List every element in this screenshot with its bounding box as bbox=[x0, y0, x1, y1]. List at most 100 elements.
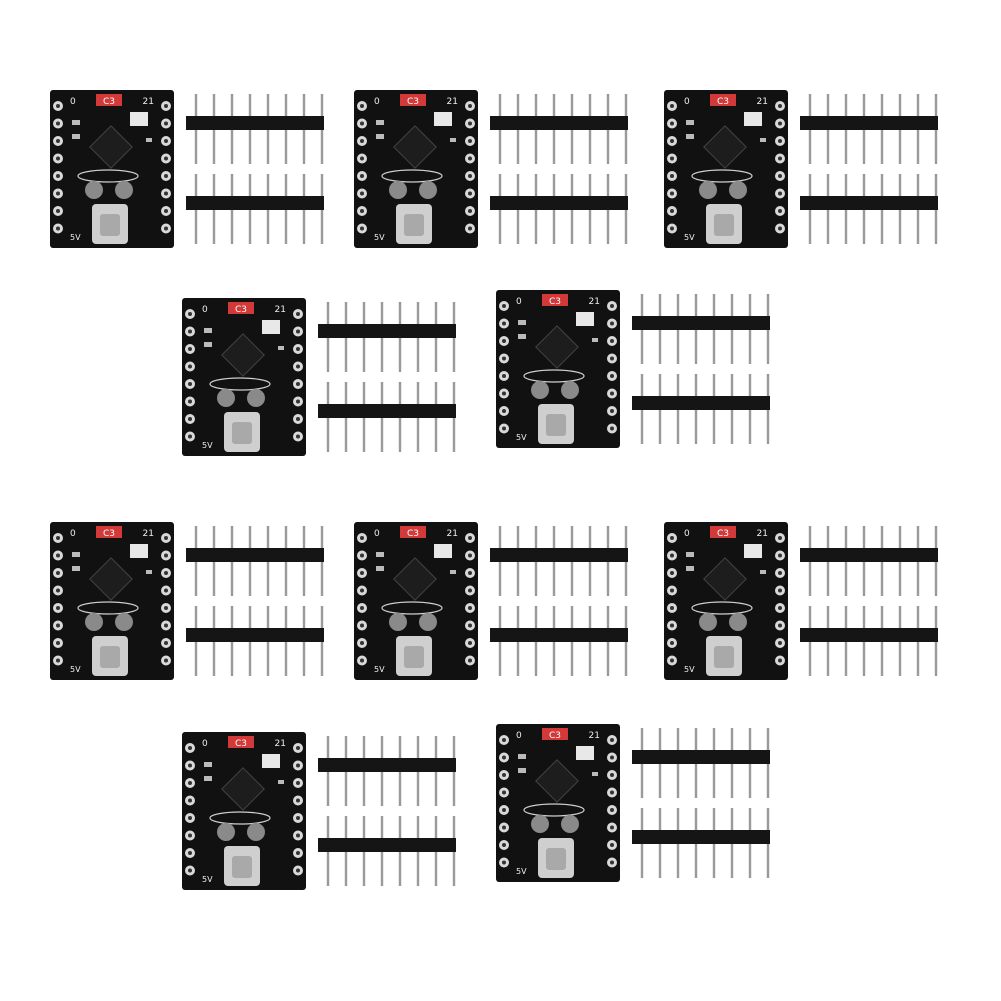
header-plastic-strip bbox=[632, 750, 770, 764]
header-plastic-strip bbox=[632, 316, 770, 330]
pin-header-strip bbox=[632, 728, 770, 798]
pin-label-0: 0 bbox=[202, 305, 208, 315]
boot-button bbox=[217, 823, 235, 841]
pin-header-strip bbox=[186, 174, 324, 244]
pin-label-21: 21 bbox=[589, 731, 600, 741]
pin-header-strip bbox=[490, 526, 628, 596]
status-led bbox=[96, 94, 122, 106]
mcu-chip bbox=[535, 759, 579, 803]
reset-button bbox=[247, 389, 265, 407]
reset-button bbox=[561, 381, 579, 399]
pin-header-strip bbox=[490, 94, 628, 164]
status-led bbox=[710, 94, 736, 106]
header-plastic-strip bbox=[800, 628, 938, 642]
reset-button bbox=[419, 613, 437, 631]
silk-5v: 5V bbox=[202, 441, 213, 450]
reset-button bbox=[247, 823, 265, 841]
esp32-c3-board: C3 0 21 5V bbox=[50, 522, 174, 680]
boot-button bbox=[531, 381, 549, 399]
pin-header-strip bbox=[318, 816, 456, 886]
mcu-chip bbox=[703, 557, 747, 601]
header-plastic-strip bbox=[632, 396, 770, 410]
pin-label-21: 21 bbox=[275, 739, 286, 749]
header-plastic-strip bbox=[800, 196, 938, 210]
pin-label-21: 21 bbox=[275, 305, 286, 315]
esp32-c3-board: C3 0 21 5V bbox=[182, 298, 306, 456]
mcu-chip bbox=[703, 125, 747, 169]
pin-header-strip bbox=[800, 94, 938, 164]
pin-label-0: 0 bbox=[374, 97, 380, 107]
mcu-chip bbox=[221, 333, 265, 377]
pin-header-strip bbox=[490, 606, 628, 676]
silk-5v: 5V bbox=[516, 433, 527, 442]
boot-button bbox=[389, 613, 407, 631]
mcu-chip bbox=[393, 125, 437, 169]
status-led bbox=[400, 94, 426, 106]
silk-5v: 5V bbox=[70, 665, 81, 674]
pin-label-0: 0 bbox=[516, 731, 522, 741]
mcu-chip bbox=[89, 557, 133, 601]
header-plastic-strip bbox=[800, 548, 938, 562]
header-plastic-strip bbox=[800, 116, 938, 130]
chip-marking: C3 bbox=[407, 529, 419, 539]
pin-header-strip bbox=[186, 94, 324, 164]
reset-button bbox=[729, 613, 747, 631]
pin-label-21: 21 bbox=[143, 529, 154, 539]
pin-label-0: 0 bbox=[684, 529, 690, 539]
pin-label-21: 21 bbox=[589, 297, 600, 307]
status-led bbox=[228, 736, 254, 748]
header-plastic-strip bbox=[490, 116, 628, 130]
reset-button bbox=[561, 815, 579, 833]
status-led bbox=[400, 526, 426, 538]
silk-5v: 5V bbox=[516, 867, 527, 876]
silk-5v: 5V bbox=[202, 875, 213, 884]
silk-5v: 5V bbox=[374, 233, 385, 242]
pin-label-0: 0 bbox=[684, 97, 690, 107]
chip-marking: C3 bbox=[103, 97, 115, 107]
header-plastic-strip bbox=[318, 404, 456, 418]
header-plastic-strip bbox=[632, 830, 770, 844]
status-led bbox=[710, 526, 736, 538]
chip-marking: C3 bbox=[717, 97, 729, 107]
boot-button bbox=[531, 815, 549, 833]
pin-label-21: 21 bbox=[143, 97, 154, 107]
header-plastic-strip bbox=[186, 196, 324, 210]
pin-header-strip bbox=[632, 808, 770, 878]
boot-button bbox=[699, 613, 717, 631]
chip-marking: C3 bbox=[407, 97, 419, 107]
header-plastic-strip bbox=[490, 628, 628, 642]
pin-label-21: 21 bbox=[447, 97, 458, 107]
pin-header-strip bbox=[490, 174, 628, 244]
boot-button bbox=[389, 181, 407, 199]
pin-label-0: 0 bbox=[70, 529, 76, 539]
pin-header-strip bbox=[800, 174, 938, 244]
header-plastic-strip bbox=[186, 116, 324, 130]
pin-label-0: 0 bbox=[202, 739, 208, 749]
pin-label-21: 21 bbox=[447, 529, 458, 539]
pin-header-strip bbox=[186, 606, 324, 676]
pin-header-strip bbox=[318, 302, 456, 372]
status-led bbox=[542, 728, 568, 740]
chip-marking: C3 bbox=[549, 731, 561, 741]
reset-button bbox=[419, 181, 437, 199]
mcu-chip bbox=[393, 557, 437, 601]
boot-button bbox=[85, 181, 103, 199]
header-plastic-strip bbox=[186, 628, 324, 642]
boot-button bbox=[217, 389, 235, 407]
mcu-chip bbox=[89, 125, 133, 169]
chip-marking: C3 bbox=[235, 305, 247, 315]
chip-marking: C3 bbox=[103, 529, 115, 539]
status-led bbox=[542, 294, 568, 306]
boot-button bbox=[85, 613, 103, 631]
pin-header-strip bbox=[318, 736, 456, 806]
header-plastic-strip bbox=[186, 548, 324, 562]
pin-label-0: 0 bbox=[516, 297, 522, 307]
pin-header-strip bbox=[632, 374, 770, 444]
